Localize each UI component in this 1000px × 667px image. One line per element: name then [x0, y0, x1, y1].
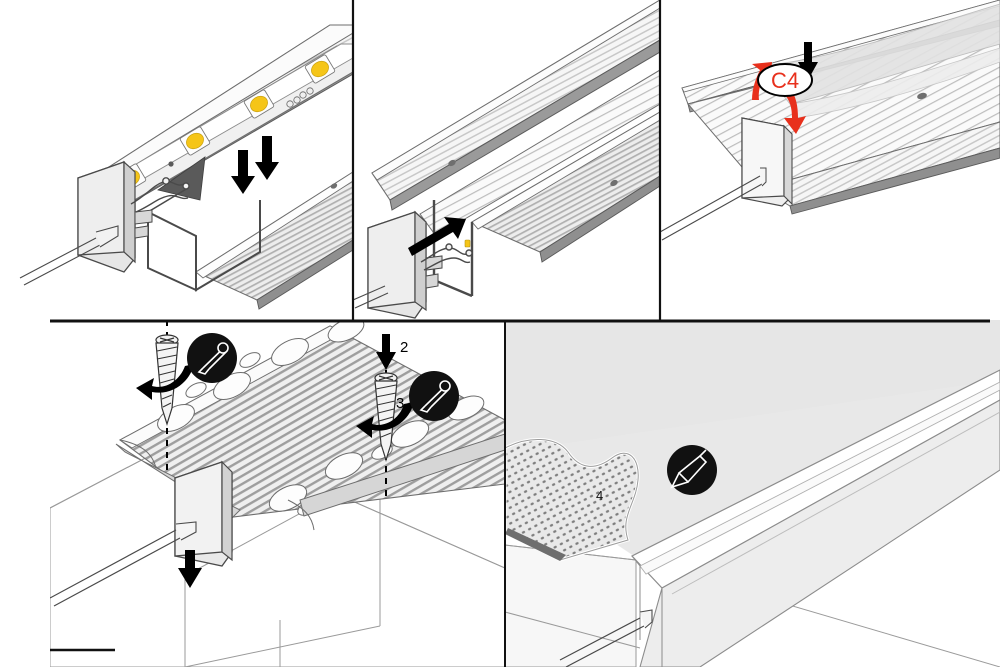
screw-down-arrow: [376, 334, 396, 370]
step-label-2: 2: [400, 339, 408, 356]
mounting-hole-2: [610, 179, 618, 187]
end-cap: [741, 117, 793, 207]
end-cap: [174, 460, 233, 567]
sealant-arrow-red-right: [784, 88, 806, 134]
tile-slab: [631, 369, 1000, 667]
strip-end-shadow: [157, 156, 206, 201]
panel-4-screw-profile: 2 3: [50, 320, 505, 667]
mounting-hole-1: [448, 159, 456, 167]
trowel-icon: [670, 449, 708, 489]
insert-arrow-left: [231, 150, 255, 194]
panel-2-attach-end-cap: [353, 0, 660, 319]
mounting-screw-right: 2 3: [356, 334, 414, 500]
screwdriver-badge-left[interactable]: [187, 333, 237, 383]
panel-5-apply-adhesive: 4: [505, 320, 1000, 667]
end-cap: [367, 210, 443, 319]
screwdriver-icon: [197, 342, 229, 375]
panel-3-apply-sealant: C4: [660, 0, 1000, 241]
screwdriver-icon: [419, 380, 451, 413]
power-cable: [19, 225, 119, 286]
mounting-screw-left: [136, 320, 194, 475]
power-cable: [660, 167, 767, 241]
screw-rotate-arrow-left: [136, 364, 194, 400]
profile-seat-arrow: [178, 550, 202, 588]
screw-rotate-arrow-right: [356, 402, 414, 438]
wall-slab-upper: [505, 320, 1000, 452]
panel-dividers: [50, 0, 990, 667]
cover-lens: [470, 111, 660, 263]
endcap-push-arrow: [408, 217, 466, 256]
power-cable: [559, 609, 653, 667]
profile-base-channel: [147, 187, 261, 292]
sealant-callout-c4[interactable]: C4: [757, 63, 813, 97]
profile-inner-ledge: [419, 69, 660, 237]
step-label-4: 4: [596, 488, 603, 503]
aluminium-profile-upper: [371, 0, 660, 211]
power-cable: [50, 521, 197, 607]
mounting-hole: [917, 92, 927, 100]
step-label-3: 3: [396, 395, 404, 412]
notched-adhesive-bed: 4: [505, 437, 640, 562]
panel-1-insert-led-strip: [19, 24, 353, 310]
power-cable: [353, 285, 389, 309]
screwdriver-badge-right[interactable]: [409, 371, 459, 421]
insert-arrow-right: [255, 136, 279, 180]
cover-lens: [194, 171, 353, 310]
wire-connector: [420, 239, 473, 271]
sealant-bead: [759, 3, 1000, 119]
mounting-hole: [330, 183, 338, 189]
sealant-callout-c4-label: C4: [771, 68, 799, 93]
trowel-badge[interactable]: [667, 445, 717, 495]
wire-connector: [130, 177, 190, 213]
